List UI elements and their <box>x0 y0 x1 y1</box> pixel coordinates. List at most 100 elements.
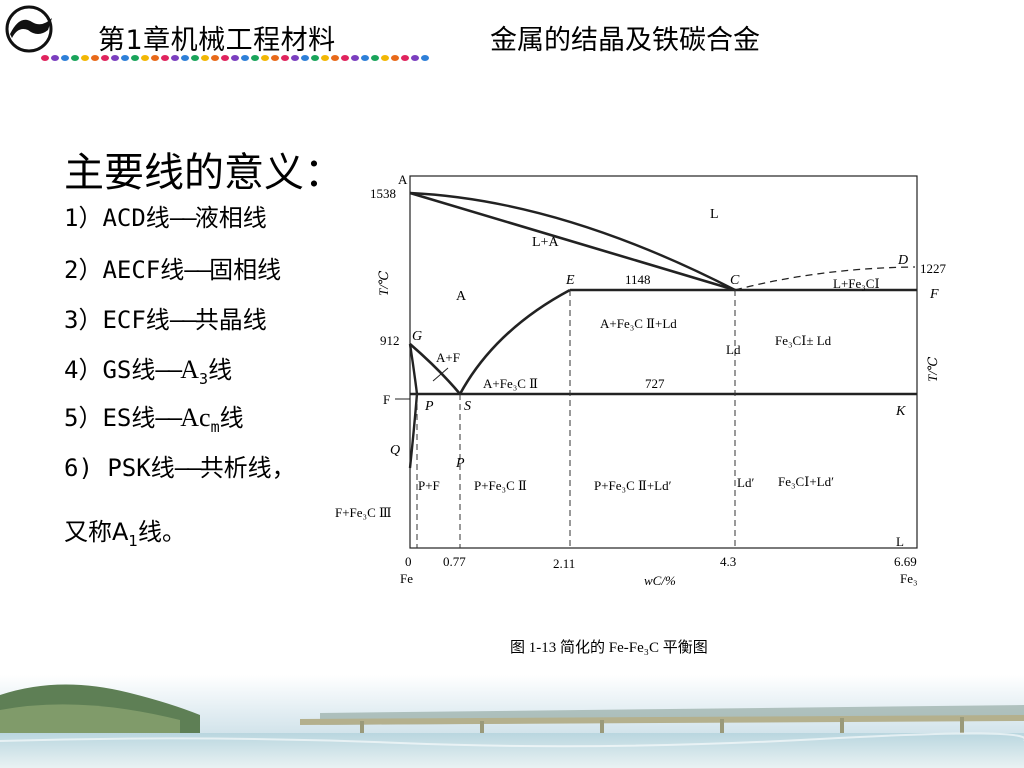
decorative-dot <box>401 55 409 61</box>
point-A: A <box>398 172 408 187</box>
decorative-dot <box>231 55 239 61</box>
item-dash: —— <box>174 454 202 482</box>
decorative-dot <box>171 55 179 61</box>
phase-A-Fe3CII-Ld: A+Fe₃C Ⅱ+Ld <box>600 316 677 331</box>
item-suffix: 线 <box>208 356 233 384</box>
decorative-dot <box>371 55 379 61</box>
decorative-dot <box>351 55 359 61</box>
liquidus-line-CD <box>734 266 916 291</box>
temp-1538: 1538 <box>370 186 396 201</box>
decorative-dot <box>381 55 389 61</box>
decorative-dot <box>341 55 349 61</box>
item-meaning: 共析线， <box>199 454 296 482</box>
point-D: D <box>897 253 908 268</box>
item-subscript: m <box>210 417 220 436</box>
decorative-dot <box>281 55 289 61</box>
phase-Fe3CI-Ld2: Fe₃CⅠ+Ld′ <box>778 474 834 489</box>
decorative-dot <box>81 55 89 61</box>
list-item: 1）ACD线——液相线 <box>64 198 267 233</box>
phase-Fe3CI-Ld: Fe₃CⅠ± Ld <box>775 333 832 348</box>
decorative-dot <box>51 55 59 61</box>
phase-F-Fe3CIII: F+Fe₃C Ⅲ <box>335 505 392 520</box>
decorative-dot <box>71 55 79 61</box>
item-symbol: Ac <box>180 403 211 432</box>
phase-L-bottom: L <box>896 534 904 549</box>
decorative-dot-row <box>41 55 429 61</box>
decorative-dot <box>331 55 339 61</box>
line-ES <box>458 288 571 395</box>
decorative-dot <box>321 55 329 61</box>
decorative-dot <box>61 55 69 61</box>
list-item-continued: 又称A1线。 <box>64 512 186 550</box>
point-F-left: F <box>383 392 390 407</box>
item-line: PSK线 <box>107 454 175 482</box>
item-dash: —— <box>184 256 211 284</box>
list-item: 6) PSK线——共析线， <box>64 448 296 483</box>
phase-A: A <box>456 289 467 304</box>
phase-L: L <box>710 207 719 222</box>
x-left-end: Fe <box>400 571 413 586</box>
item-line: ES线 <box>102 404 156 432</box>
xtick-669: 6.69 <box>894 554 917 569</box>
item-number: 5） <box>64 404 103 432</box>
point-P: P <box>424 399 434 414</box>
point-S: S <box>464 399 471 414</box>
item-line: ACD线 <box>102 204 170 232</box>
phase-L-Fe3CI: L+Fe₃CⅠ <box>833 276 880 291</box>
point-C: C <box>730 273 740 288</box>
point-G: G <box>412 329 422 344</box>
point-P-lower: P <box>455 456 465 471</box>
xtick-077: 0.77 <box>443 554 466 569</box>
x-right-end: Fe₃ <box>900 571 918 586</box>
ylabel-right: T/℃ <box>925 356 940 382</box>
last-suffix: 线。 <box>137 518 186 546</box>
line-PQ <box>408 393 419 469</box>
ylabel-left: T/℃ <box>376 270 391 296</box>
phase-Ld2: Ld′ <box>737 475 754 490</box>
diagram-frame <box>409 175 918 549</box>
decorative-dot <box>151 55 159 61</box>
decorative-dot <box>41 55 49 61</box>
decorative-dot <box>111 55 119 61</box>
phase-Ld: Ld <box>726 342 741 357</box>
phase-L-A: L+A <box>532 235 559 250</box>
decorative-dot <box>241 55 249 61</box>
item-suffix: 线 <box>219 404 244 432</box>
fe-fe3c-phase-diagram: A 1538 D 1227 F E 1148 C G 912 727 F P S… <box>330 150 1024 680</box>
list-item: 3）ECF线——共晶线 <box>64 300 267 335</box>
point-F-right: F <box>929 287 939 302</box>
xtick-211: 2.11 <box>553 556 575 571</box>
decorative-dot <box>421 55 429 61</box>
decorative-dot <box>201 55 209 61</box>
phase-P-Fe3CII: P+Fe₃C Ⅱ <box>474 478 527 493</box>
xtick-0: 0 <box>405 554 412 569</box>
decorative-dot <box>291 55 299 61</box>
list-item: 5）ES线——Acm线 <box>64 398 244 436</box>
bridge-landscape-image <box>0 675 1024 768</box>
temp-1227: 1227 <box>920 261 947 276</box>
curve-A-upper <box>409 191 736 292</box>
decorative-dot <box>191 55 199 61</box>
decorative-dot <box>391 55 399 61</box>
decorative-dot <box>141 55 149 61</box>
temp-912: 912 <box>380 333 400 348</box>
item-subscript: 3 <box>199 369 209 388</box>
line-GP <box>408 343 419 395</box>
item-dash: —— <box>169 204 197 232</box>
temp-1148: 1148 <box>625 272 651 287</box>
phase-A-Fe3CII: A+Fe₃C Ⅱ <box>483 376 538 391</box>
decorative-dot <box>221 55 229 61</box>
decorative-dot <box>311 55 319 61</box>
item-dash: —— <box>155 404 182 432</box>
decorative-dot <box>121 55 129 61</box>
item-meaning: 共晶线 <box>194 306 267 334</box>
phase-P-Fe3CII-Ld2: P+Fe₃C Ⅱ+Ld′ <box>594 478 672 493</box>
item-number: 6) <box>64 454 108 482</box>
item-number: 3） <box>64 306 103 334</box>
item-number: 4） <box>64 356 103 384</box>
point-E: E <box>565 273 575 288</box>
decorative-dot <box>361 55 369 61</box>
liquidus-line-AC <box>409 191 736 292</box>
item-number: 2） <box>64 256 103 284</box>
phase-P-F: P+F <box>418 478 440 493</box>
